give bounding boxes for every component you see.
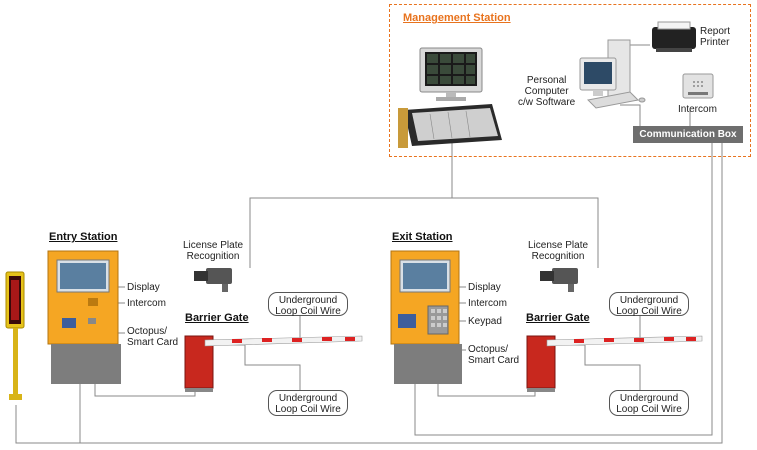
exit-intercom-label: Intercom — [468, 298, 507, 309]
exit-coil-bottom: Underground Loop Coil Wire — [609, 390, 689, 416]
communication-box: Communication Box — [633, 126, 743, 143]
management-station-box — [389, 4, 751, 157]
entry-barrier-title: Barrier Gate — [185, 312, 249, 324]
cctv-monitor-icon — [419, 47, 483, 101]
intercom-label-mgmt: Intercom — [678, 104, 717, 115]
printer-icon — [652, 21, 696, 52]
entry-display-label: Display — [127, 282, 160, 293]
entry-coil-bottom: Underground Loop Coil Wire — [268, 390, 348, 416]
exit-lpr-label: License Plate Recognition — [528, 240, 589, 262]
intercom-unit-icon — [682, 73, 714, 99]
exit-coil-top: Underground Loop Coil Wire — [609, 292, 689, 317]
exit-display-label: Display — [468, 282, 501, 293]
report-printer-label: Report Printer — [700, 26, 731, 48]
entry-lpr-label: License Plate Recognition — [183, 240, 244, 262]
exit-barrier-title: Barrier Gate — [526, 312, 590, 324]
entry-intercom-label: Intercom — [127, 298, 166, 309]
pc-label: Personal Computer c/w Software — [518, 75, 576, 108]
personal-computer-icon — [579, 39, 646, 109]
exit-keypad-label: Keypad — [468, 316, 502, 327]
management-station-title: Management Station — [403, 12, 511, 24]
entry-station-title: Entry Station — [49, 231, 118, 243]
exit-card-label: Octopus/ Smart Card — [468, 344, 520, 366]
dvr-server-icon — [398, 104, 502, 148]
entry-coil-top: Underground Loop Coil Wire — [268, 292, 348, 317]
entry-card-label: Octopus/ Smart Card — [127, 326, 179, 348]
exit-station-title: Exit Station — [392, 231, 453, 243]
